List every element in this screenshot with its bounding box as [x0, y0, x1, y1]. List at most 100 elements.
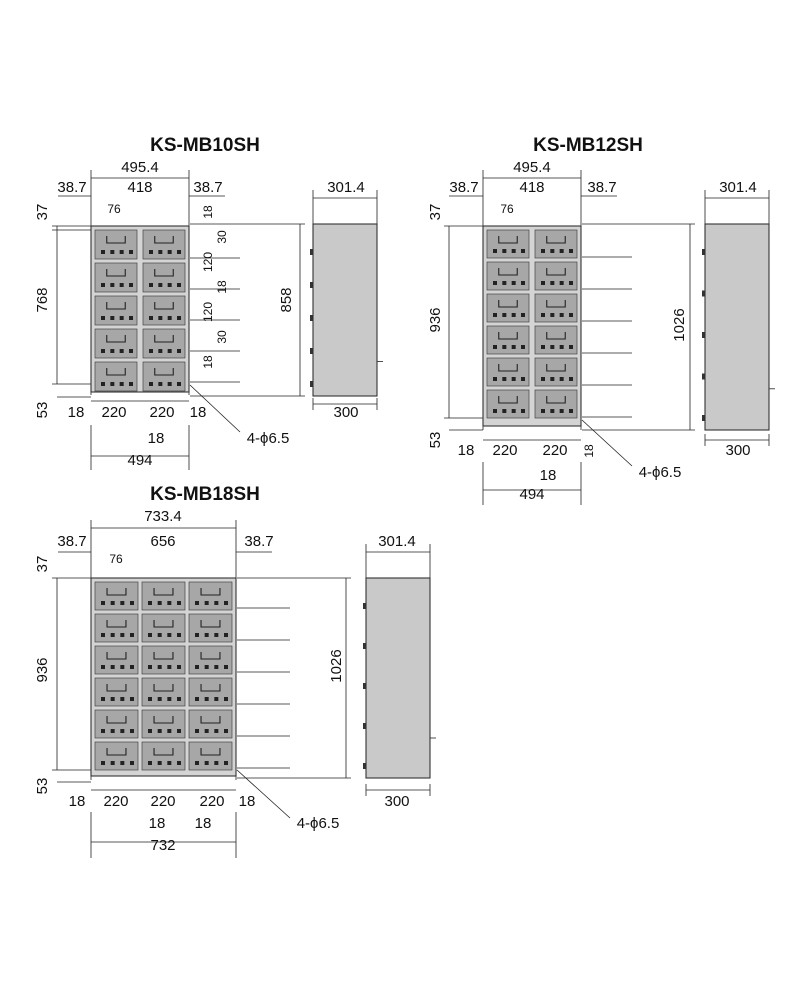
dim-holes: 4-ϕ6.5	[639, 464, 682, 481]
diagram-ks-mb18sh: KS-MB18SH 733.4 656 38.7 38.7 37 76 936 …	[34, 484, 436, 858]
dial-dot	[158, 283, 163, 287]
dial-dot	[541, 345, 545, 349]
dial-dot	[101, 382, 105, 386]
compartment-door	[141, 581, 186, 611]
dial-dot	[177, 382, 181, 386]
dial-dot	[158, 349, 163, 353]
dim-base-width: 494	[127, 452, 152, 469]
dial-dot	[110, 349, 115, 353]
compartment-door	[534, 389, 578, 419]
dial-dot	[129, 349, 133, 353]
dial-dot	[149, 250, 153, 254]
dial-dot	[148, 697, 152, 701]
door-handle	[153, 748, 174, 756]
dial-dot	[569, 313, 573, 317]
dial-dot	[224, 697, 228, 701]
dial-dot	[493, 345, 497, 349]
dial-dot	[521, 249, 525, 253]
side-view-body	[704, 223, 770, 431]
compartment-door	[94, 677, 139, 707]
mailbox-compartment	[486, 325, 530, 355]
dial-dot	[214, 601, 219, 605]
dial-dot	[101, 729, 105, 733]
dial-dot	[157, 665, 162, 669]
dim-base-right: 18	[582, 444, 596, 458]
dial-dot	[177, 283, 181, 287]
dial-dot	[101, 283, 105, 287]
dim-height: 936	[427, 307, 444, 332]
dial-dot	[129, 382, 133, 386]
dial-dot	[214, 761, 219, 765]
hinge-mark	[310, 249, 314, 255]
mailbox-compartment	[188, 581, 233, 611]
diagram-ks-mb12sh: KS-MB12SH 495.4 418 38.7 38.7 37 76 936 …	[427, 135, 775, 505]
dim-lock-width: 76	[109, 552, 123, 566]
door-handle	[106, 236, 126, 244]
dim-holes: 4-ϕ6.5	[247, 430, 290, 447]
dial-dot	[224, 761, 228, 765]
compartment-door	[142, 361, 186, 392]
compartment-door	[486, 293, 530, 323]
dim-col-width: 220	[492, 442, 517, 459]
dial-dot	[120, 729, 125, 733]
door-handle	[498, 396, 518, 404]
dial-dot	[521, 313, 525, 317]
hinge-mark	[310, 282, 314, 288]
hinge-mark	[363, 723, 367, 729]
dial-dot	[511, 281, 516, 285]
dim-col-width: 220	[101, 404, 126, 421]
dial-dot	[130, 601, 134, 605]
dial-dot	[214, 729, 219, 733]
door-handle	[106, 652, 127, 660]
dial-dot	[502, 313, 507, 317]
mailbox-compartment	[141, 677, 186, 707]
dim-base-right: 18	[190, 404, 207, 421]
dial-dot	[119, 250, 124, 254]
dial-dot	[129, 250, 133, 254]
dial-dot	[569, 281, 573, 285]
mailbox-compartment	[188, 741, 233, 771]
dim-inner-width: 656	[150, 533, 175, 550]
mailbox-compartment	[486, 357, 530, 387]
dial-dot	[167, 316, 172, 320]
door-handle	[106, 335, 126, 343]
dial-dot	[214, 633, 219, 637]
mailbox-compartment	[142, 361, 186, 392]
dial-dot	[119, 349, 124, 353]
dial-dot	[214, 665, 219, 669]
dim-base-width: 732	[150, 837, 175, 854]
dial-dot	[204, 601, 209, 605]
door-handle	[106, 588, 127, 596]
mailbox-compartment	[94, 645, 139, 675]
dial-dot	[493, 313, 497, 317]
dial-dot	[119, 316, 124, 320]
door-handle	[546, 236, 566, 244]
mailbox-compartment	[188, 677, 233, 707]
compartment-door	[142, 229, 186, 260]
dial-dot	[101, 633, 105, 637]
dial-dot	[120, 601, 125, 605]
compartment-door	[534, 325, 578, 355]
dim-lock-width: 76	[107, 202, 121, 216]
dial-dot	[167, 729, 172, 733]
door-handle	[153, 716, 174, 724]
dial-dot	[158, 316, 163, 320]
mailbox-compartment	[94, 262, 138, 293]
dial-dot	[177, 633, 181, 637]
hinge-mark	[702, 373, 706, 380]
dim-side-depth-top: 301.4	[327, 179, 365, 196]
mailbox-compartment	[94, 361, 138, 392]
door-handle	[200, 716, 221, 724]
dial-dot	[148, 729, 152, 733]
dim-overall-height: 1026	[328, 649, 345, 682]
dial-dot	[167, 697, 172, 701]
compartment-door	[94, 581, 139, 611]
dim-base-left: 18	[68, 404, 85, 421]
dim-top-37: 37	[427, 204, 444, 221]
dial-dot	[224, 601, 228, 605]
shelf-dimension: 30	[215, 330, 229, 344]
dial-dot	[110, 697, 115, 701]
dial-dot	[493, 409, 497, 413]
dial-dot	[559, 249, 564, 253]
mailbox-compartment	[534, 389, 578, 419]
